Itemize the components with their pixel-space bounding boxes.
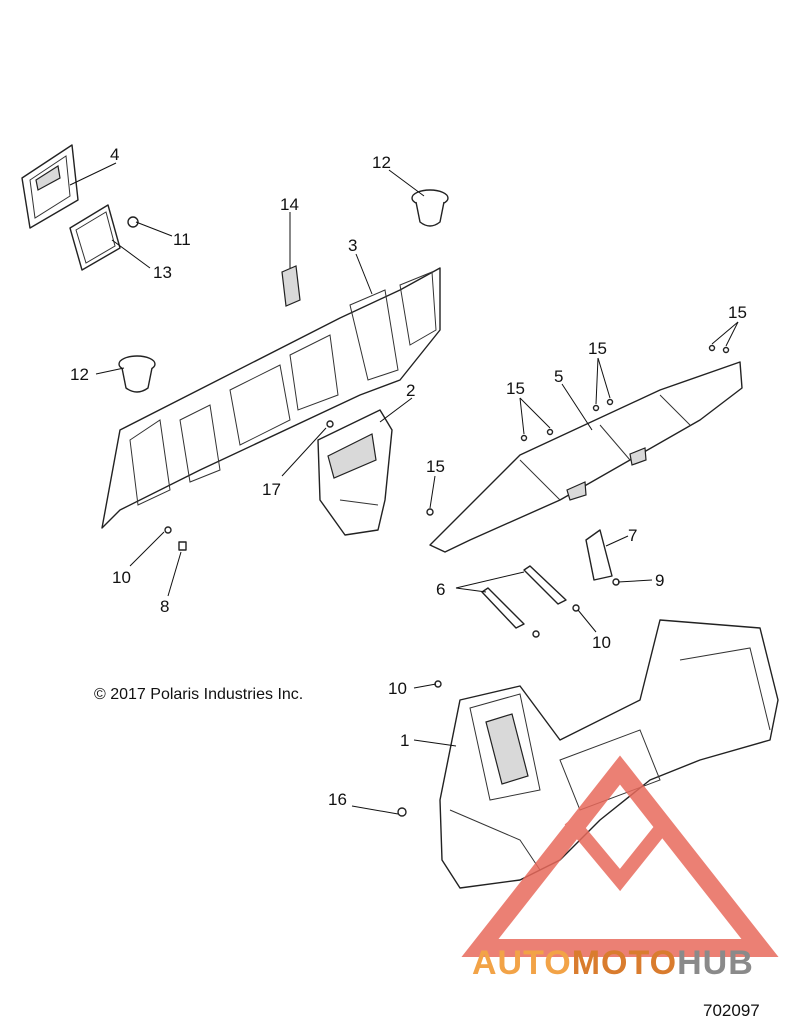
copyright-notice: © 2017 Polaris Industries Inc. — [94, 686, 304, 703]
part-12-cupholder-upper — [411, 189, 449, 227]
callout-5: 5 — [554, 367, 563, 386]
part-6-brace-a — [481, 587, 525, 629]
part-1-lower-dash — [439, 619, 779, 889]
callout-10-lower: 10 — [388, 679, 407, 698]
part-14-bezel — [281, 265, 301, 307]
callout-4: 4 — [110, 145, 119, 164]
watermark-logo-icon — [461, 755, 779, 957]
callout-10-mid: 10 — [592, 633, 611, 652]
watermark-part1: AUTO — [472, 944, 572, 982]
leader-lines — [69, 162, 739, 815]
part-4-door-frame — [21, 144, 79, 229]
callout-6: 6 — [436, 580, 445, 599]
callout-labels: 4 13 11 12 14 3 12 2 17 10 8 5 15 15 15 … — [70, 145, 747, 809]
callout-14: 14 — [280, 195, 299, 214]
fasteners — [164, 344, 730, 817]
part-5-dash-top — [429, 361, 743, 553]
callout-7: 7 — [628, 526, 637, 545]
figure-number: 702097 — [703, 1001, 760, 1020]
part-3-upper-dash — [101, 267, 441, 529]
callout-15-a: 15 — [506, 379, 525, 398]
callout-12-left: 12 — [70, 365, 89, 384]
part-6-brace-b — [523, 565, 567, 605]
callout-8: 8 — [160, 597, 169, 616]
callout-15-d: 15 — [426, 457, 445, 476]
callout-10-left: 10 — [112, 568, 131, 587]
callout-16: 16 — [328, 790, 347, 809]
callout-9: 9 — [655, 571, 664, 590]
part-7-bracket — [585, 529, 613, 581]
callout-15-b: 15 — [588, 339, 607, 358]
callout-15-c: 15 — [728, 303, 747, 322]
watermark-text: AUTOMOTOHUB — [472, 944, 754, 983]
part-11-nut — [127, 216, 139, 228]
watermark-part2: MOTO — [571, 944, 678, 982]
callout-12-upper: 12 — [372, 153, 391, 172]
callout-17: 17 — [262, 480, 281, 499]
part-2-storage-bin — [317, 409, 393, 536]
callout-11: 11 — [173, 230, 191, 249]
callout-13: 13 — [153, 263, 172, 282]
part-13-seal — [69, 204, 121, 271]
callout-3: 3 — [348, 236, 357, 255]
watermark-part3: HUB — [677, 944, 754, 982]
callout-1: 1 — [400, 731, 409, 750]
callout-2: 2 — [406, 381, 415, 400]
part-12-cupholder-left — [118, 355, 156, 393]
